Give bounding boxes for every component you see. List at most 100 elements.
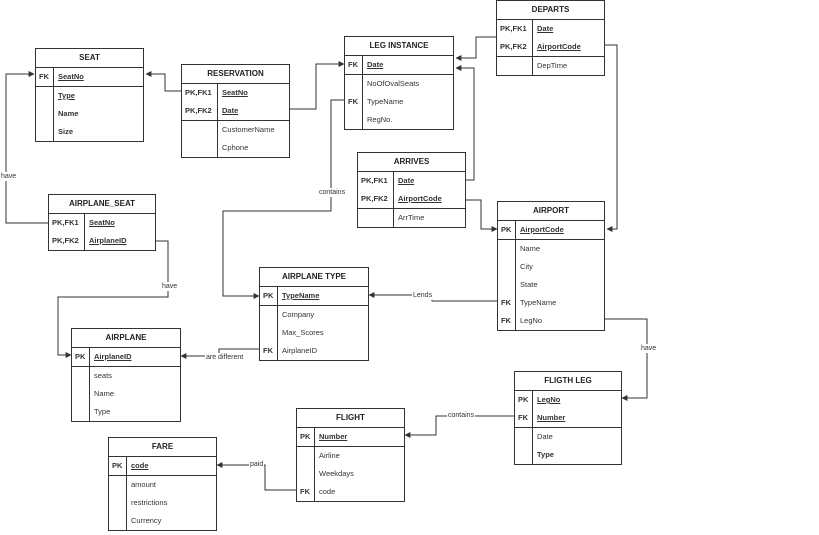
attribute-row[interactable]: restrictions: [109, 494, 216, 512]
attribute-key-label: FK: [348, 97, 358, 106]
key-column-divider: [362, 55, 363, 129]
key-column-divider: [277, 286, 278, 360]
attribute-key-label: PK: [300, 432, 311, 441]
link-departs-airport: [605, 44, 618, 232]
attribute-row[interactable]: City: [498, 258, 604, 276]
attribute-name: RegNo.: [367, 115, 393, 124]
entity-title-flight: FLIGHT: [297, 409, 404, 428]
attribute-name: AirportCode: [520, 225, 564, 234]
link-leg-instance-airplane-type: [222, 99, 344, 299]
attribute-row[interactable]: PK Number: [297, 428, 404, 447]
attribute-name: Date: [367, 60, 384, 69]
attribute-name: SeatNo: [89, 218, 115, 227]
attribute-row[interactable]: Max_Scores: [260, 324, 368, 342]
attribute-row[interactable]: CustomerName: [182, 121, 289, 139]
entity-title-airport: AIRPORT: [498, 202, 604, 221]
attribute-key-label: FK: [518, 413, 528, 422]
attribute-row[interactable]: ArrTime: [358, 209, 465, 227]
attribute-name: LegNo: [520, 316, 543, 325]
attribute-row[interactable]: Type: [72, 403, 180, 421]
attribute-row[interactable]: Currency: [109, 512, 216, 530]
attribute-name: Company: [282, 310, 315, 319]
attribute-row[interactable]: amount: [109, 476, 216, 494]
link-airplane-type-airplane: [180, 348, 259, 359]
attribute-name: seats: [94, 371, 112, 380]
attribute-row[interactable]: Type: [36, 87, 143, 105]
attribute-name: Number: [537, 413, 566, 422]
attribute-key-label: PK,FK2: [500, 42, 527, 51]
attribute-name: AirplaneID: [89, 236, 127, 245]
attribute-row[interactable]: Name: [498, 240, 604, 258]
attribute-row[interactable]: Size: [36, 123, 143, 141]
attribute-row[interactable]: Company: [260, 306, 368, 324]
attribute-row[interactable]: Cphone: [182, 139, 289, 157]
relationship-label-contains-flight: contains: [447, 411, 476, 420]
attribute-name: Weekdays: [319, 469, 354, 478]
link-departs-leg-instance: [455, 36, 496, 61]
attribute-row[interactable]: RegNo.: [345, 111, 453, 129]
attribute-row[interactable]: DepTime: [497, 57, 604, 75]
attribute-name: Type: [537, 450, 554, 459]
entity-title-airplane-type: AIRPLANE TYPE: [260, 268, 368, 287]
attribute-name: code: [131, 461, 149, 470]
attribute-name: restrictions: [131, 498, 168, 507]
attribute-row[interactable]: seats: [72, 367, 180, 385]
entity-title-airplane-seat: AIRPLANE_SEAT: [49, 195, 155, 214]
attribute-key-label: PK,FK1: [361, 176, 388, 185]
key-column-divider: [393, 171, 394, 227]
attribute-row[interactable]: Date: [515, 428, 621, 446]
attribute-name: Number: [319, 432, 348, 441]
link-arrives-airport: [466, 199, 498, 232]
attribute-row[interactable]: Name: [72, 385, 180, 403]
attribute-row[interactable]: NoOfOvalSeats: [345, 75, 453, 93]
attribute-row[interactable]: State: [498, 276, 604, 294]
attribute-key-label: PK,FK1: [500, 24, 527, 33]
attribute-row[interactable]: Type: [515, 446, 621, 464]
entity-title-reservation: RESERVATION: [182, 65, 289, 84]
attribute-key-label: FK: [300, 487, 310, 496]
attribute-row[interactable]: FK Number: [515, 409, 621, 428]
entity-title-fare: FARE: [109, 438, 216, 457]
relationship-label-lends: Lends: [412, 291, 434, 300]
attribute-row[interactable]: Weekdays: [297, 465, 404, 483]
attribute-row[interactable]: Name: [36, 105, 143, 123]
key-column-divider: [532, 19, 533, 75]
attribute-name: DepTime: [537, 61, 568, 70]
attribute-name: Name: [520, 244, 541, 253]
attribute-row[interactable]: Airline: [297, 447, 404, 465]
